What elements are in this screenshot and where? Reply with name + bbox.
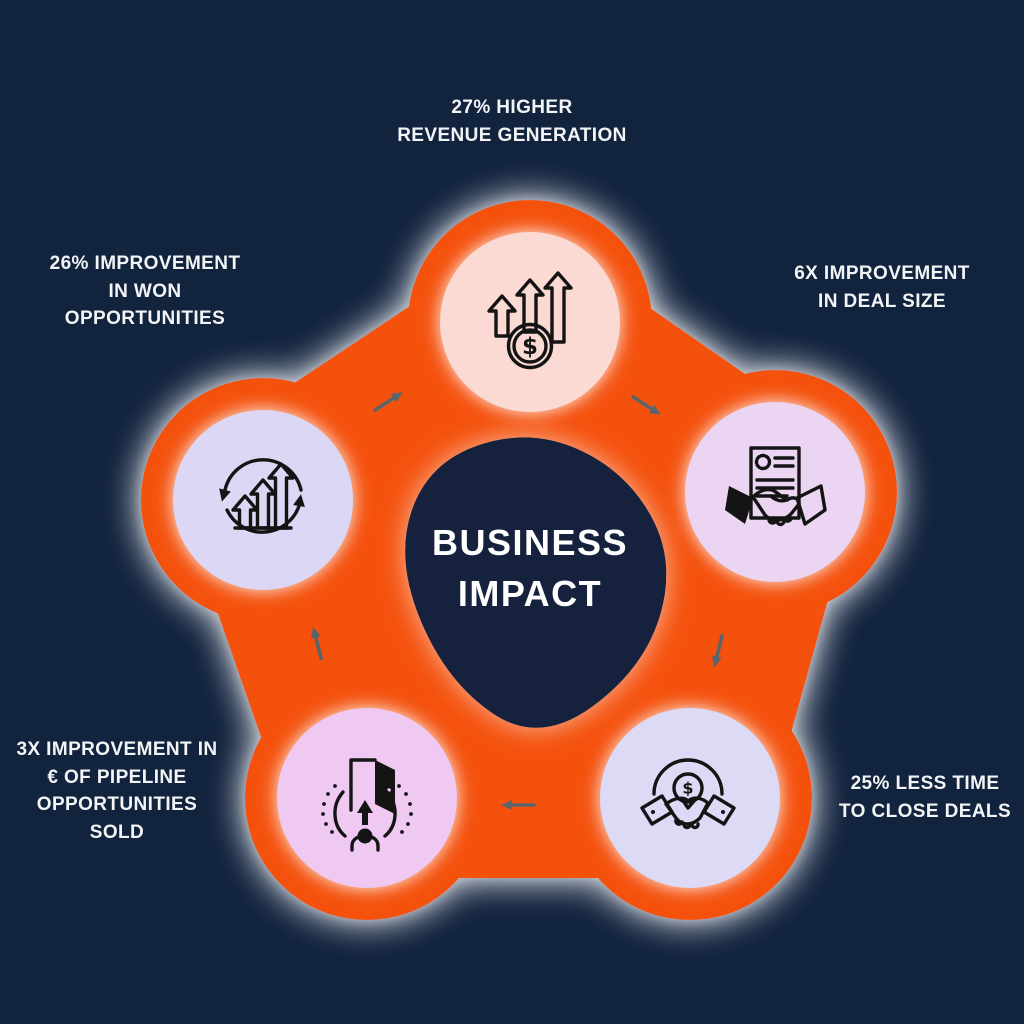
node-circle-revenue-generation	[440, 232, 620, 412]
node-circles	[173, 232, 865, 888]
label-won-opportunities: 26% IMPROVEMENT IN WON OPPORTUNITIES	[49, 253, 241, 330]
flow-arrows	[310, 392, 724, 810]
dollar-glyph: $	[522, 334, 538, 360]
flow-arrow-bottom-right-to-bottom-left	[501, 800, 536, 810]
center-title-line2: IMPACT	[457, 573, 603, 615]
handshake-dollar-icon: $	[640, 758, 736, 830]
flow-arrow-left-to-top	[373, 392, 403, 412]
label-time-to-close: 25% LESS TIME TO CLOSE DEALS	[838, 773, 1012, 822]
growth-arrows-dollar-coin-icon: $	[487, 271, 573, 370]
door-opportunity-icon	[321, 758, 413, 852]
flow-arrow-bottom-left-to-left	[310, 626, 323, 661]
flow-arrow-right-to-bottom-right	[711, 633, 724, 668]
contract-handshake-icon	[725, 446, 827, 527]
flow-arrow-top-to-right	[631, 395, 661, 415]
center-hole	[405, 437, 667, 728]
label-revenue-generation: 27% HIGHER REVENUE GENERATION	[397, 97, 627, 146]
cycle-growth-arrows-icon	[219, 458, 305, 534]
label-deal-size: 6X IMPROVEMENT IN DEAL SIZE	[794, 263, 970, 312]
door-icon-dots	[321, 784, 413, 834]
node-circle-pipeline-sold	[277, 708, 457, 888]
center-title-line1: BUSINESS	[431, 522, 629, 563]
center-title: BUSINESS IMPACT	[370, 517, 690, 619]
dollar-glyph: $	[682, 779, 693, 798]
node-circle-won-opportunities	[173, 410, 353, 590]
label-pipeline-sold: 3X IMPROVEMENT IN € OF PIPELINE OPPORTUN…	[16, 739, 218, 843]
